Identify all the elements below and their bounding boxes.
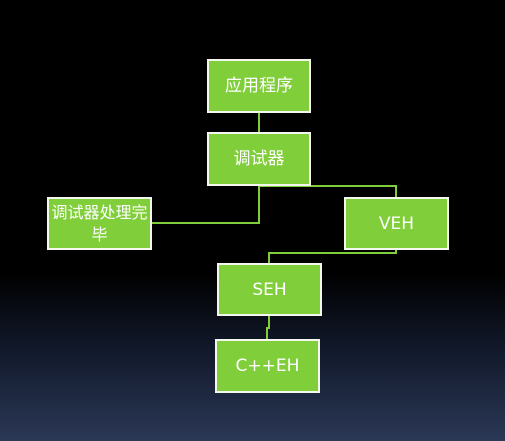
node-cpp-eh: C++EH bbox=[215, 339, 320, 393]
node-debugger-done: 调试器处理完毕 bbox=[47, 197, 152, 250]
node-cpp-eh-label: C++EH bbox=[235, 356, 300, 376]
node-application: 应用程序 bbox=[207, 59, 311, 113]
node-veh: VEH bbox=[344, 197, 449, 250]
connector-veh-seh bbox=[268, 250, 397, 263]
connector-debugger-veh bbox=[259, 185, 397, 197]
node-debugger-done-label: 调试器处理完毕 bbox=[51, 202, 148, 244]
node-debugger-label: 调试器 bbox=[233, 149, 285, 169]
node-seh: SEH bbox=[217, 263, 322, 316]
node-veh-label: VEH bbox=[378, 213, 415, 234]
node-debugger: 调试器 bbox=[207, 132, 311, 186]
connector-debugger-done bbox=[152, 186, 260, 224]
connector-seh-cpp bbox=[266, 316, 270, 339]
node-seh-label: SEH bbox=[252, 279, 287, 300]
node-application-label: 应用程序 bbox=[225, 76, 293, 96]
